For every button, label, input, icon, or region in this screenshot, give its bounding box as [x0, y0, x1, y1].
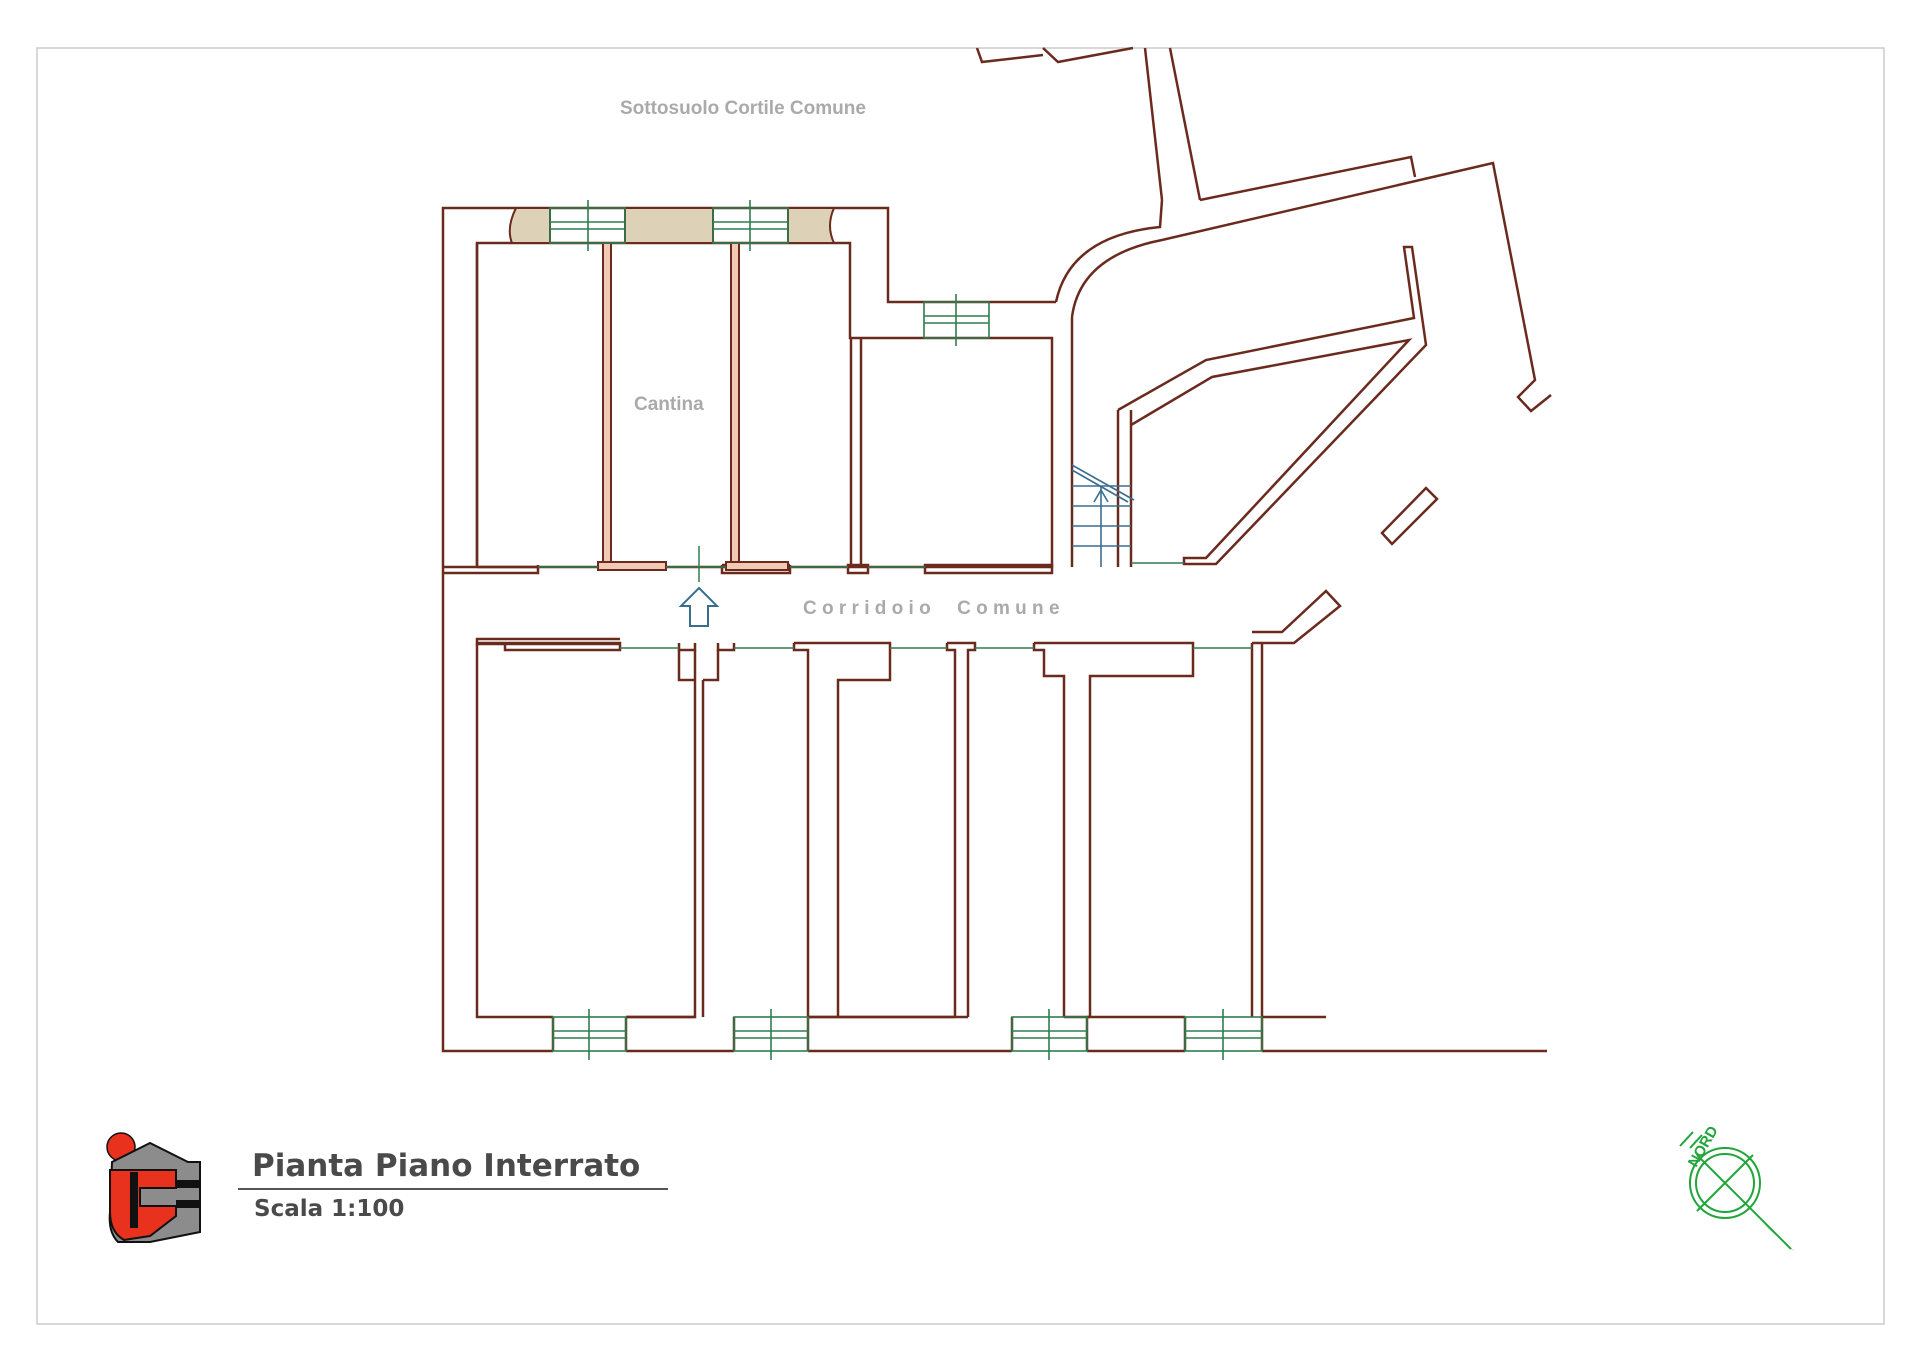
- walls-lower-block: [441, 565, 1547, 1053]
- stair: [1071, 464, 1135, 567]
- wall-fills-top: [508, 207, 836, 244]
- courtyard-label: Sottosuolo Cortile Comune: [620, 98, 866, 119]
- corridor-label: C o r r i d o i o C o m u n e: [803, 598, 1060, 619]
- company-logo-icon: [106, 1132, 201, 1243]
- cellar-label: Cantina: [634, 394, 704, 415]
- north-compass-icon: NORD: [1679, 1123, 1795, 1252]
- windows-top: [549, 200, 990, 346]
- walls-upper-block: [441, 206, 1133, 575]
- door-thresholds-upper: [538, 546, 1184, 582]
- entrance-arrow-icon: [678, 586, 720, 627]
- walls-courtyard: [975, 46, 1552, 566]
- windows-bottom: [552, 1009, 1263, 1060]
- plan-title: Pianta Piano Interrato: [252, 1148, 640, 1184]
- plan-scale: Scala 1:100: [254, 1196, 404, 1222]
- sheet-border: [36, 47, 1885, 1325]
